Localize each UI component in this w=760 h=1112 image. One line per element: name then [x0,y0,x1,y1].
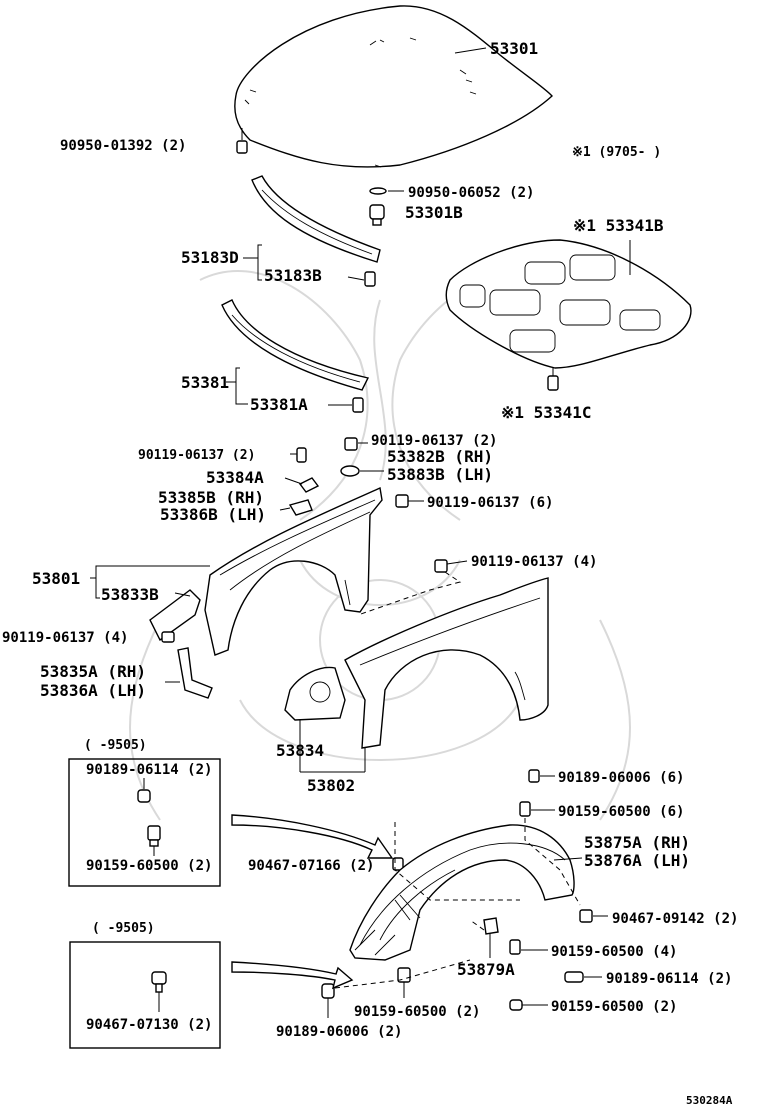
label-cushion-b: 53301B [405,203,463,222]
washer-part [340,465,360,477]
box-early-clips [68,758,221,887]
bolt-b-part [344,437,358,451]
clip-k-part [321,983,335,999]
label-seal-d: 53183D [181,248,239,267]
cushion-b-part [369,204,385,226]
fender-bracket-part [284,666,346,721]
hood-panel [234,5,553,168]
seal-b-clip [364,271,376,287]
label-bolt-a: 90119-06137 (2) [138,448,255,463]
label-note-left2: ( -9505) [92,921,155,936]
label-insulator-clip: ※1 53341C [501,403,591,422]
front-fender-part [344,577,549,749]
insulator-part [445,239,692,369]
bracket-seal2 [226,367,248,405]
label-clip-l: 90467-07130 (2) [86,1017,212,1033]
label-liner-rh: 53835A (RH) [40,662,146,681]
label-clip-c: 90189-06006 (6) [558,770,684,786]
clip-f-part [579,909,593,923]
bracket-fender-assy [90,565,100,599]
bolt-c-part [395,494,409,508]
label-clip-j: 90159-60500 (2) [551,999,677,1015]
label-insulator: ※1 53341B [573,216,664,235]
clip-b-part [147,825,161,847]
label-clip-d: 90159-60500 (6) [558,804,684,820]
clip-l-part [151,971,167,993]
label-bracket-a: 53384A [206,468,264,487]
seal2-clip [352,397,364,413]
figure-id: 530284A [686,1094,733,1107]
bracket-seal1 [243,244,262,281]
label-seal2: 53381 [181,373,229,392]
clip-g-part [509,939,521,955]
label-clip-g: 90159-60500 (4) [551,944,677,960]
label-cushion: 90950-06052 (2) [408,185,534,201]
label-fender: 53802 [307,776,355,795]
arrow-1 [231,814,394,859]
fender-liner-part [349,824,575,961]
label-clip-b: 90159-60500 (2) [86,858,212,874]
label-bolt-c: 90119-06137 (6) [427,495,553,511]
fender-apron-part [204,486,383,656]
label-bolt-b: 90119-06137 (2) [371,433,497,449]
label-bracket-lh2: 53386B (LH) [160,505,266,524]
clip-j-part [509,999,523,1011]
clip-a-part [137,789,151,803]
label-clip-i: 90159-60500 (2) [354,1004,480,1020]
bolt-d-part [434,559,448,573]
label-hood-bolt: 90950-01392 (2) [60,138,186,154]
cushion-part [369,187,387,195]
insulator-clip-part [547,368,559,391]
bracket-a-part [298,477,320,493]
bolt-e-part [161,631,175,643]
label-bolt-d: 90119-06137 (4) [471,554,597,570]
label-note-left1: ( -9505) [84,738,147,753]
clip-d-part [519,801,531,817]
label-seal-b: 53183B [264,266,322,285]
label-bracket-lh: 53883B (LH) [387,465,493,484]
label-clip-k: 90189-06006 (2) [276,1024,402,1040]
label-bolt-e: 90119-06137 (4) [2,630,128,646]
box-early-clip [69,941,221,1049]
clip-c-part [528,769,540,783]
label-hood: 53301 [490,39,538,58]
label-clip-f: 90467-09142 (2) [612,911,738,927]
liner-rh-part [177,647,213,699]
label-liner-lh2: 53876A (LH) [584,851,690,870]
bracket-rh2-part [288,499,313,516]
label-liner-lh: 53836A (LH) [40,681,146,700]
arrow-2 [231,961,354,990]
label-note-top: ※1 (9705- ) [572,145,661,160]
label-fender-assy: 53801 [32,569,80,588]
hood-seal-rear [221,299,370,391]
label-seal2-a: 53381A [250,395,308,414]
clip-h-part [564,971,584,983]
bolt-a-part [296,447,307,463]
label-clip-e: 90467-07166 (2) [248,858,374,874]
hood-bolt-part [236,128,248,154]
label-bracket-rh: 53382B (RH) [387,447,493,466]
label-bracket-833: 53833B [101,585,159,604]
label-seal-879: 53879A [457,960,515,979]
label-bracket-rh2: 53385B (RH) [158,488,264,507]
hood-seal-front [251,175,381,263]
seal-879-part [483,917,499,935]
label-clip-h: 90189-06114 (2) [606,971,732,987]
label-clip-a: 90189-06114 (2) [86,762,212,778]
label-liner-rh2: 53875A (RH) [584,833,690,852]
